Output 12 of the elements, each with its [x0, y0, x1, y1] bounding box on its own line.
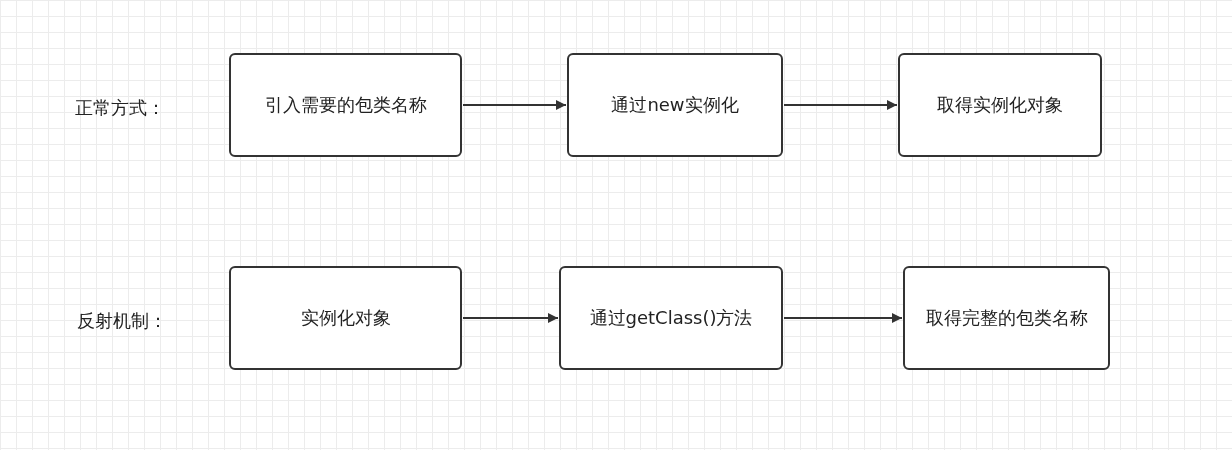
arrow	[783, 100, 898, 110]
arrow	[462, 100, 567, 110]
process-box: 实例化对象	[229, 266, 462, 370]
row-label: 反射机制：	[77, 309, 167, 333]
process-box: 取得完整的包类名称	[903, 266, 1110, 370]
row-label: 正常方式：	[75, 96, 165, 120]
arrow	[783, 313, 903, 323]
arrow	[462, 313, 559, 323]
process-box: 引入需要的包类名称	[229, 53, 462, 157]
process-box: 通过getClass()方法	[559, 266, 783, 370]
process-box: 取得实例化对象	[898, 53, 1102, 157]
process-box: 通过new实例化	[567, 53, 783, 157]
